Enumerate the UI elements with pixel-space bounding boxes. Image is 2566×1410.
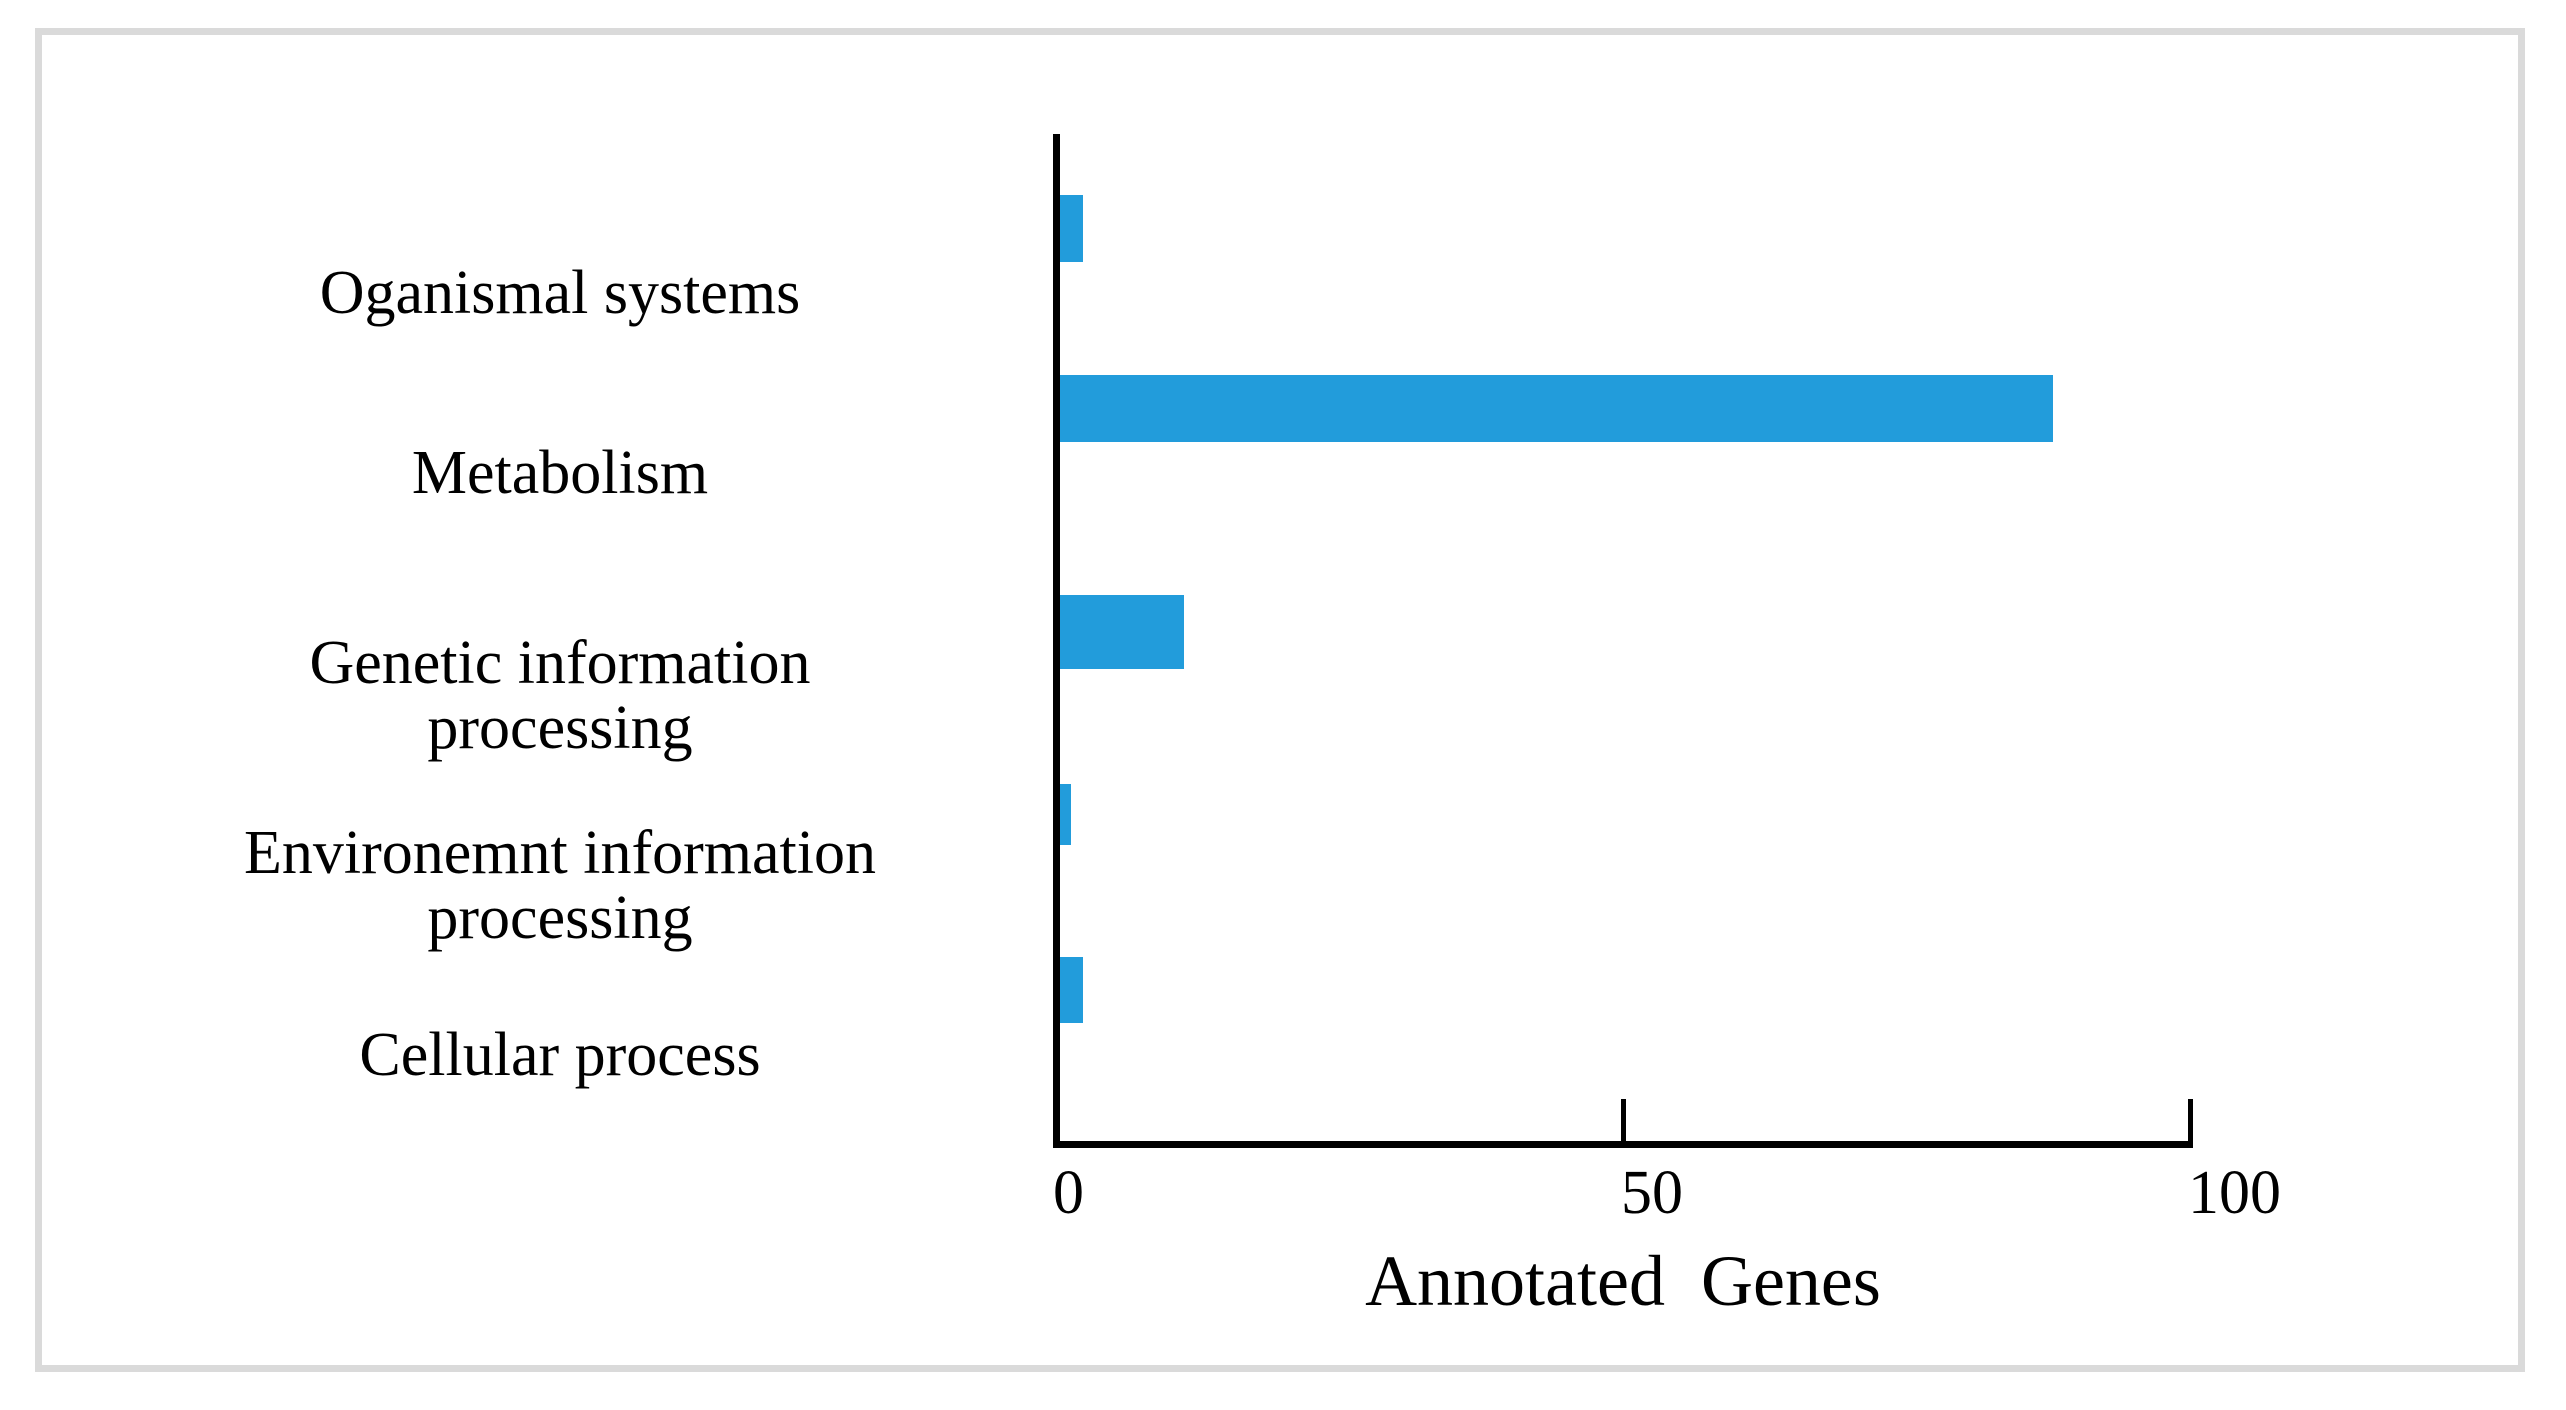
x-axis-title: Annotated Genes bbox=[1365, 1241, 1881, 1321]
category-label-organismal-systems: Oganismal systems bbox=[110, 195, 1010, 392]
category-label-text: Metabolism bbox=[411, 438, 709, 507]
x-axis-tick-50 bbox=[1621, 1099, 1626, 1143]
category-label-environment-information-processing: Environemnt information processing bbox=[110, 755, 1010, 1018]
x-axis-line bbox=[1053, 1141, 2193, 1148]
category-label-text: Oganismal systems bbox=[319, 258, 801, 327]
bar-organismal-systems bbox=[1060, 195, 1083, 262]
bar-environment-information-processing bbox=[1060, 784, 1071, 845]
bar-genetic-information-processing bbox=[1060, 595, 1184, 669]
bar-metabolism bbox=[1060, 375, 2053, 442]
category-label-text: Environemnt information processing bbox=[244, 818, 876, 953]
figure-frame bbox=[35, 28, 2525, 1372]
y-axis-line bbox=[1053, 134, 1060, 1148]
category-label-text: Genetic information processing bbox=[309, 628, 811, 763]
x-axis-tick-0 bbox=[1053, 1099, 1058, 1143]
category-label-text: Cellular process bbox=[359, 1020, 761, 1089]
category-label-genetic-information-processing: Genetic information processing bbox=[110, 565, 1010, 828]
category-label-metabolism: Metabolism bbox=[110, 375, 1010, 572]
x-axis-tick-100 bbox=[2188, 1099, 2193, 1143]
bar-cellular-process bbox=[1060, 957, 1083, 1023]
category-label-cellular-process: Cellular process bbox=[110, 957, 1010, 1154]
